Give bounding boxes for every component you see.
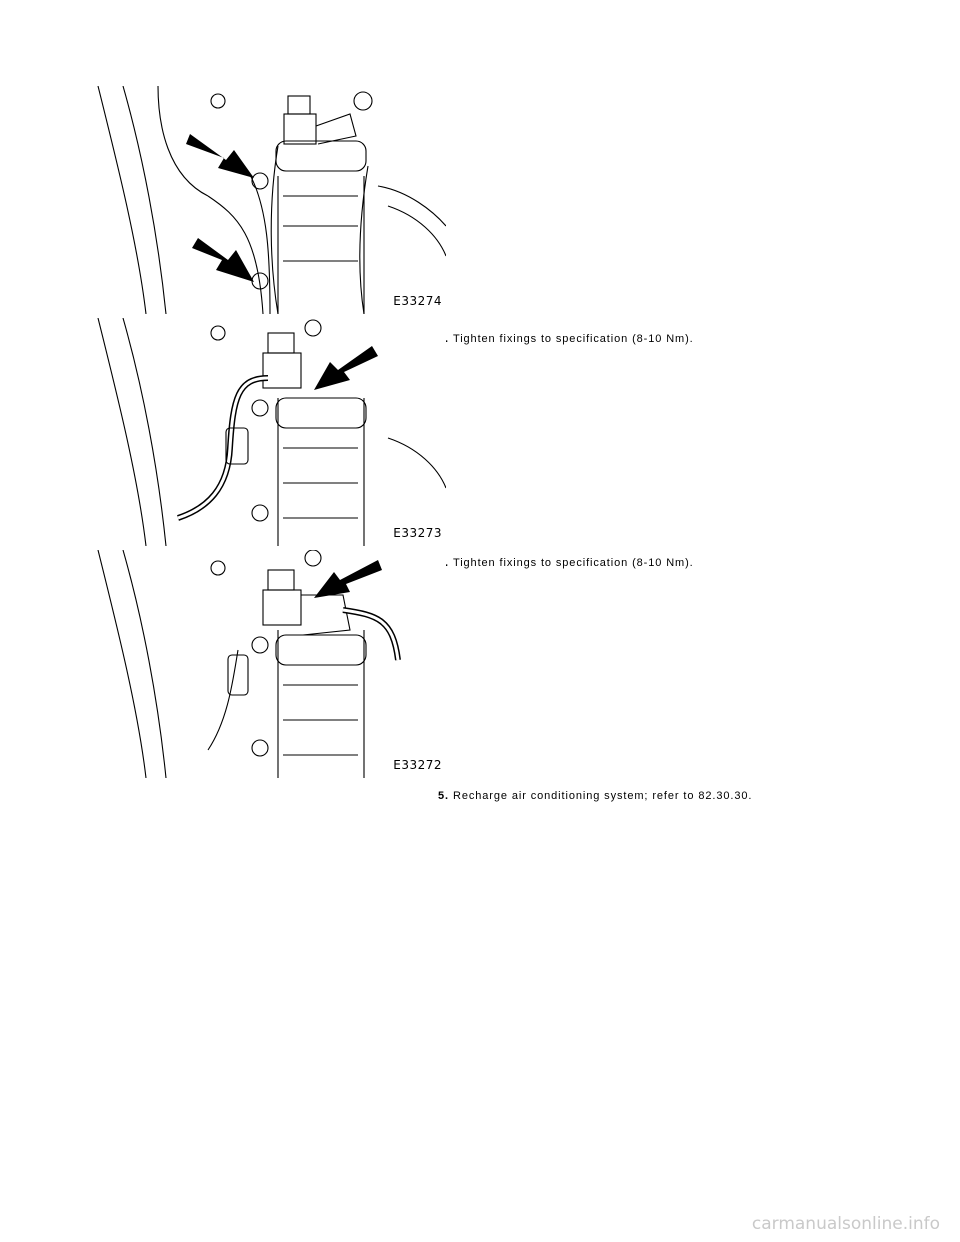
figure-e33273-drawing <box>97 318 446 546</box>
step-number: 5. <box>438 790 449 802</box>
figure-e33272-drawing <box>97 550 401 778</box>
figure-e33274-drawing <box>97 86 446 314</box>
watermark-text: carmanualsonline.info <box>751 1214 940 1234</box>
step-4: 4.Tighten fixings to specification (8-10… <box>438 557 694 569</box>
figure-label: E33274 <box>391 294 444 308</box>
figure-e33274: E33274 <box>88 86 446 314</box>
step-text: Recharge air conditioning system; refer … <box>452 790 753 802</box>
step-3: 3.Tighten fixings to specification (8-10… <box>438 333 694 345</box>
step-text: Tighten fixings to specification (8-10 N… <box>452 557 694 569</box>
figure-label: E33272 <box>391 758 444 772</box>
figure-e33272: E33272 <box>88 550 446 778</box>
step-text: Tighten fixings to specification (8-10 N… <box>452 333 694 345</box>
step-5: 5.Recharge air conditioning system; refe… <box>438 790 752 802</box>
figure-e33273: E33273 <box>88 318 446 546</box>
figure-label: E33273 <box>391 526 444 540</box>
